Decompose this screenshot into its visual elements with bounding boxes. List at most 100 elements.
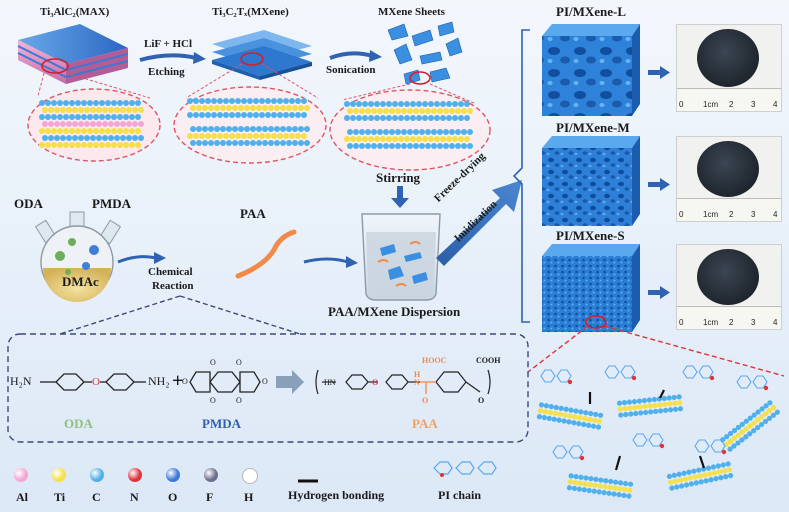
- foam-m: [542, 136, 640, 226]
- atom: [72, 121, 78, 127]
- paa-label: PAA: [240, 206, 266, 221]
- atom: [238, 126, 244, 132]
- atom: [353, 129, 359, 135]
- atom: [344, 136, 350, 142]
- atom: [295, 98, 301, 104]
- atom: [123, 100, 129, 106]
- mxene-slab: [616, 394, 684, 418]
- atom: [114, 121, 120, 127]
- atom: [277, 98, 283, 104]
- atom: [190, 105, 196, 111]
- legend-atom-al-icon: [14, 468, 28, 482]
- atom: [392, 101, 398, 107]
- atom: [431, 129, 437, 135]
- atom: [63, 114, 69, 120]
- atom: [395, 108, 401, 114]
- hydrogen-bond: [614, 455, 622, 471]
- stirring-arrow: [391, 186, 409, 208]
- etching-label: Etching: [148, 66, 185, 78]
- mxene-stack: [212, 30, 312, 80]
- mxene-atomic-layers: [187, 98, 310, 146]
- legend-atom-o-icon: [166, 468, 180, 482]
- atom: [205, 112, 211, 118]
- atom: [45, 100, 51, 106]
- paa-structure: [315, 369, 491, 395]
- atom: [42, 135, 48, 141]
- atom: [467, 129, 473, 135]
- atom: [434, 101, 440, 107]
- atom: [422, 115, 428, 121]
- sheets-label: MXene Sheets: [378, 6, 445, 18]
- atom: [353, 108, 359, 114]
- atom: [280, 140, 286, 146]
- atom: [368, 136, 374, 142]
- mixing-arrow: [303, 256, 358, 268]
- atom: [383, 143, 389, 149]
- atom: [265, 98, 271, 104]
- atom: [289, 133, 295, 139]
- atom: [235, 133, 241, 139]
- atom: [232, 105, 238, 111]
- atom: [383, 108, 389, 114]
- atom: [398, 115, 404, 121]
- atom: [410, 136, 416, 142]
- atom: [250, 105, 256, 111]
- atom: [244, 140, 250, 146]
- atom: [57, 100, 63, 106]
- atom: [241, 98, 247, 104]
- foam-zoom-lines: [527, 325, 785, 377]
- atom: [105, 100, 111, 106]
- pi-mxene-molecular-view: [536, 365, 780, 499]
- atom: [54, 121, 60, 127]
- atom: [196, 126, 202, 132]
- atom: [389, 108, 395, 114]
- paa-hooc: HOOC: [422, 356, 447, 365]
- atom: [217, 98, 223, 104]
- max-phase-stack: [17, 24, 129, 84]
- atom: [446, 101, 452, 107]
- atom: [135, 142, 141, 148]
- atom: [274, 140, 280, 146]
- atom: [467, 108, 473, 114]
- atom: [458, 101, 464, 107]
- atom: [262, 140, 268, 146]
- atom: [449, 108, 455, 114]
- sample-disc-s: [697, 249, 759, 305]
- atom: [235, 98, 241, 104]
- atom: [48, 135, 54, 141]
- atom: [292, 105, 298, 111]
- atom: [193, 98, 199, 104]
- atom: [84, 135, 90, 141]
- atom: [81, 114, 87, 120]
- pmda-o-bottom-left: O: [210, 396, 216, 405]
- pmda-o-top-left: O: [210, 358, 216, 367]
- atom: [274, 126, 280, 132]
- atom: [199, 112, 205, 118]
- atom: [241, 133, 247, 139]
- max-label: Ti₃AlC₂(MAX): [40, 6, 110, 18]
- atom: [72, 135, 78, 141]
- atom: [87, 100, 93, 106]
- atom: [268, 140, 274, 146]
- atom: [262, 126, 268, 132]
- atom: [446, 136, 452, 142]
- atom: [60, 107, 66, 113]
- scheme-arrow: [276, 370, 304, 394]
- atom: [93, 142, 99, 148]
- atom: [256, 105, 262, 111]
- atom: [271, 133, 277, 139]
- atom: [401, 129, 407, 135]
- stirring-label: Stirring: [376, 170, 421, 185]
- atom: [464, 115, 470, 121]
- atom: [102, 135, 108, 141]
- atom: [138, 107, 144, 113]
- hbond-legend-label: Hydrogen bonding: [288, 488, 385, 502]
- legend-atom-h-label: H: [244, 490, 254, 504]
- atom: [129, 114, 135, 120]
- atom: [69, 100, 75, 106]
- atom: [114, 107, 120, 113]
- atom: [455, 129, 461, 135]
